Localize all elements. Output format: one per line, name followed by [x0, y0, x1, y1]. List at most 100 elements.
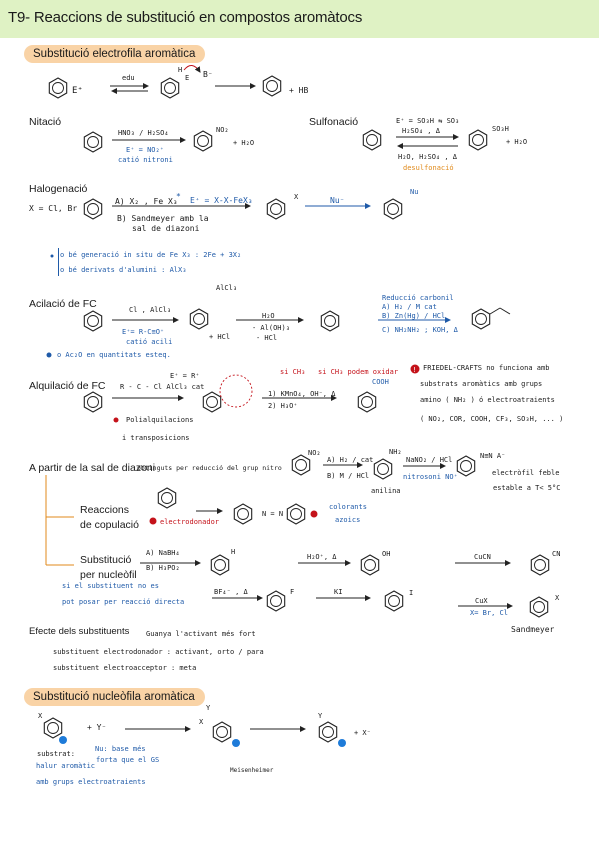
acylation-hcl: + HCl	[209, 333, 231, 341]
benzene-ring-icon	[48, 77, 68, 99]
effect-1: Guanya l'activant més fort	[146, 630, 256, 638]
nitration-electrophile: E⁺ = NO₂⁺	[126, 146, 164, 154]
substrate-label: substrat:	[37, 750, 75, 758]
nu-cux: CuX	[475, 597, 488, 605]
halogenation-reagent-b2: sal de diazoni	[132, 224, 200, 233]
nu-ki: KI	[334, 588, 343, 596]
diazonium-salt: N≡N A⁻	[480, 452, 506, 460]
diazonium-reduction-a: A) H₂ / cat	[327, 456, 374, 464]
heading-alkylation: Alquilació de FC	[29, 380, 106, 392]
halogenation-note-1: o bé generació in situ de Fe X₃ : 2Fe + …	[60, 251, 242, 259]
alkylation-oxidation-1: 1) KMnO₄, OH⁻, Δ	[268, 390, 336, 398]
sulfonation-product-group: SO₃H	[492, 125, 509, 133]
nucleophile-note-1: Nu: base més	[95, 745, 146, 753]
nu-x-def: X= Br, Cl	[470, 609, 508, 617]
nu-hydrolysis: H₂O⁺, Δ	[307, 553, 337, 561]
halogenation-reagent-b: B) Sandmeyer amb la	[117, 214, 209, 223]
sulfonation-byproduct: + H₂O	[506, 138, 528, 146]
alkylation-reagent: R - C - Cl AlCl₃ cat	[120, 383, 205, 391]
alkylation-rearrangement: i transposicions	[122, 434, 190, 442]
alkylation-product: COOH	[372, 378, 389, 386]
diazonium-amine: NH₂	[389, 448, 402, 456]
meisenheimer-y: Y	[206, 704, 211, 712]
top-b: B⁻	[203, 70, 213, 79]
nu-product-i: I	[409, 589, 414, 597]
acylation-electrophile: E⁺= R-C≡O⁺	[122, 328, 165, 336]
acylation-reduction-a: A) H₂ / M cat	[382, 303, 437, 311]
azo-group: N = N	[262, 510, 284, 518]
svg-text:!: !	[413, 366, 416, 374]
bracket	[58, 248, 59, 276]
alkylation-electrophile: E⁺ = R⁺	[170, 372, 200, 380]
nu-product-cn: CN	[552, 550, 561, 558]
nu-cucn: CuCN	[474, 553, 491, 561]
nu-product-oh: OH	[382, 550, 391, 558]
nitration-byproduct: + H₂O	[233, 139, 255, 147]
nu-reagent-a: A) NaBH₄	[146, 549, 180, 557]
effect-2: substituent electrodonador : activant, o…	[53, 648, 264, 656]
substrate-groups: amb grups electroatraients	[36, 778, 146, 786]
diazonium-reduction-b: B) M / HCl	[327, 472, 370, 480]
top-e: E	[185, 74, 190, 82]
halogenation-product-x: X	[294, 193, 299, 201]
alkylation-oxidation-2: 2) H₃O⁺	[268, 402, 298, 410]
sulfonation-reverse: H₂O, H₂SO₄ , Δ	[398, 153, 458, 161]
acylation-hcl-2: - HCl	[256, 334, 278, 342]
top-e-plus: E⁺	[72, 86, 83, 96]
nuc-product-y: Y	[318, 712, 323, 720]
azo-dyes-label: azoics	[335, 516, 361, 524]
heading-nitration: Nitació	[29, 116, 62, 128]
nu-note-1: si el substituent no es	[62, 582, 159, 590]
halogenation-note-2: o bé derivats d'alumini : AlX₃	[60, 266, 187, 274]
nu-product-h: H	[231, 548, 236, 556]
acylation-alcl3: AlCl₃	[216, 284, 238, 292]
heading-sulfonation: Sulfonació	[309, 116, 359, 128]
nu-bf4: BF₄⁻ , Δ	[214, 588, 248, 596]
fc-warning-1: FRIEDEL-CRAFTS no funciona amb	[423, 364, 550, 372]
nu-note-2: pot posar per reacció directa	[62, 598, 185, 606]
nu-reagent-b: B) H₃PO₂	[146, 564, 180, 572]
top-hb: + HB	[289, 86, 309, 95]
stability-note: estable a T< 5°C	[493, 484, 561, 492]
diazonium-nano2: NaNO₂ / HCl	[406, 456, 453, 464]
heading-diazonium: A partir de la sal de diazoni	[29, 462, 156, 474]
sulfonation-electrophile: E⁺ = SO₃H ⇆ SO₃	[396, 117, 460, 125]
alkylation-oxidation-note: si CH₃ podem oxidar	[318, 368, 399, 376]
acylation-al: - Al(OH)₃	[252, 324, 290, 332]
halogenation-nu-product: Nu	[410, 188, 419, 196]
weak-electrophile: electròfil feble	[492, 469, 560, 477]
heading-coupling: Reaccions de copulació	[80, 504, 139, 531]
acylation-reduction-b: B) Zn(Hg) / HCl	[382, 312, 446, 320]
halogenation-reagent-a: A) X₂ , Fe X₃	[115, 197, 178, 206]
alkylation-polyalkylation: Polialquilacions	[126, 416, 194, 424]
diazonium-note: obtinguts per reducció del grup nitro	[137, 464, 282, 472]
aniline-label: anilina	[371, 487, 401, 495]
acylation-cation-name: catió acili	[126, 338, 173, 346]
acylation-reagent: Cl , AlCl₃	[129, 306, 172, 314]
desulfonation-label: desulfonació	[403, 164, 454, 172]
fc-warning-2: substrats aromàtics amb grups	[420, 380, 543, 388]
halogenation-star: *	[176, 192, 181, 201]
meisenheimer-x: X	[199, 718, 204, 726]
top-edu: edu	[122, 74, 135, 82]
section-nucleophilic-aromatic: Substitució nucleòfila aromàtica	[24, 688, 205, 706]
halogenation-electrophile: E⁺ = X-X-FeX₃	[190, 196, 253, 205]
electron-donor-label: electrodonador	[160, 518, 220, 526]
fc-warning-4: ( NO₂, COR, COOH, CF₃, SO₃H, ... )	[420, 415, 564, 423]
nitration-reagent: HNO₃ / H₂SO₄	[118, 129, 169, 137]
nuc-arom-y: + Y⁻	[87, 723, 107, 732]
acylation-water: H₂O	[262, 312, 275, 320]
nu-product-f: F	[290, 588, 295, 596]
diazonium-nitro: NO₂	[308, 449, 321, 457]
nu-product-x: X	[555, 594, 560, 602]
heading-halogenation: Halogenació	[29, 183, 88, 195]
nucleophile-note-2: forta que el GS	[96, 756, 160, 764]
title-bar: T9- Reaccions de substitució en composto…	[0, 0, 599, 38]
halogenation-nucleophile: Nu⁻	[330, 196, 345, 205]
section-electrophilic: Substitució electrofila aromàtica	[24, 45, 206, 63]
dyes-label: colorants	[329, 503, 367, 511]
nitrosonium-label: nitrosoni NO⁺	[403, 473, 458, 481]
nuc-arom-x: X	[38, 712, 43, 720]
effect-3: substituent electroacceptor : meta	[53, 664, 197, 672]
